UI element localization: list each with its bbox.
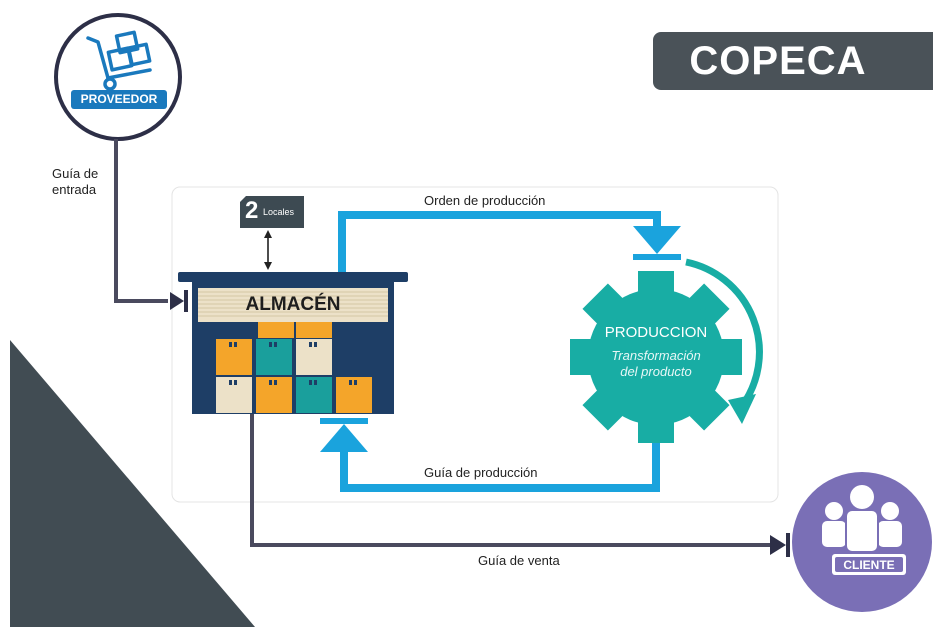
guia-venta-arrowhead [770,535,786,555]
cliente-label: CLIENTE [843,558,895,572]
almacen-label: ALMACÉN [245,294,341,315]
guia-produccion-line [340,420,660,492]
cliente-node [792,472,932,612]
guia-produccion-arrowhead [320,424,368,452]
guia-entrada-arrowhead [170,292,184,310]
guia-entrada-line [114,139,168,303]
produccion-gear [570,271,742,443]
guia-venta-line [250,414,770,547]
produccion-title: PRODUCCION [604,324,708,341]
page-title: COPECA [689,39,867,83]
proveedor-node [54,13,182,141]
orden-produccion-line [338,211,661,272]
locales-label: Locales [263,207,295,217]
crate [296,322,332,338]
produccion-subtitle-1: Transformación [611,348,701,363]
orden-produccion-label: Orden de producción [424,193,546,208]
people-icon [822,485,902,553]
corner-triangle [10,340,255,627]
proveedor-label: PROVEEDOR [80,92,158,106]
title-banner: COPECA [653,32,933,90]
orden-produccion-arrowhead [633,226,681,254]
guia-entrada-label-2: entrada [52,182,97,197]
almacen-building [178,272,408,414]
guia-produccion-label: Guía de producción [424,465,538,480]
cycle-arrow [685,258,763,409]
produccion-subtitle-2: del producto [620,364,692,379]
guia-entrada-label-1: Guía de [52,166,99,181]
locales-badge [240,196,304,228]
hand-truck-icon [86,30,152,91]
locales-number: 2 [245,197,259,224]
cycle-arrowhead [728,394,756,424]
crate [258,322,294,338]
guia-venta-label: Guía de venta [478,553,560,568]
